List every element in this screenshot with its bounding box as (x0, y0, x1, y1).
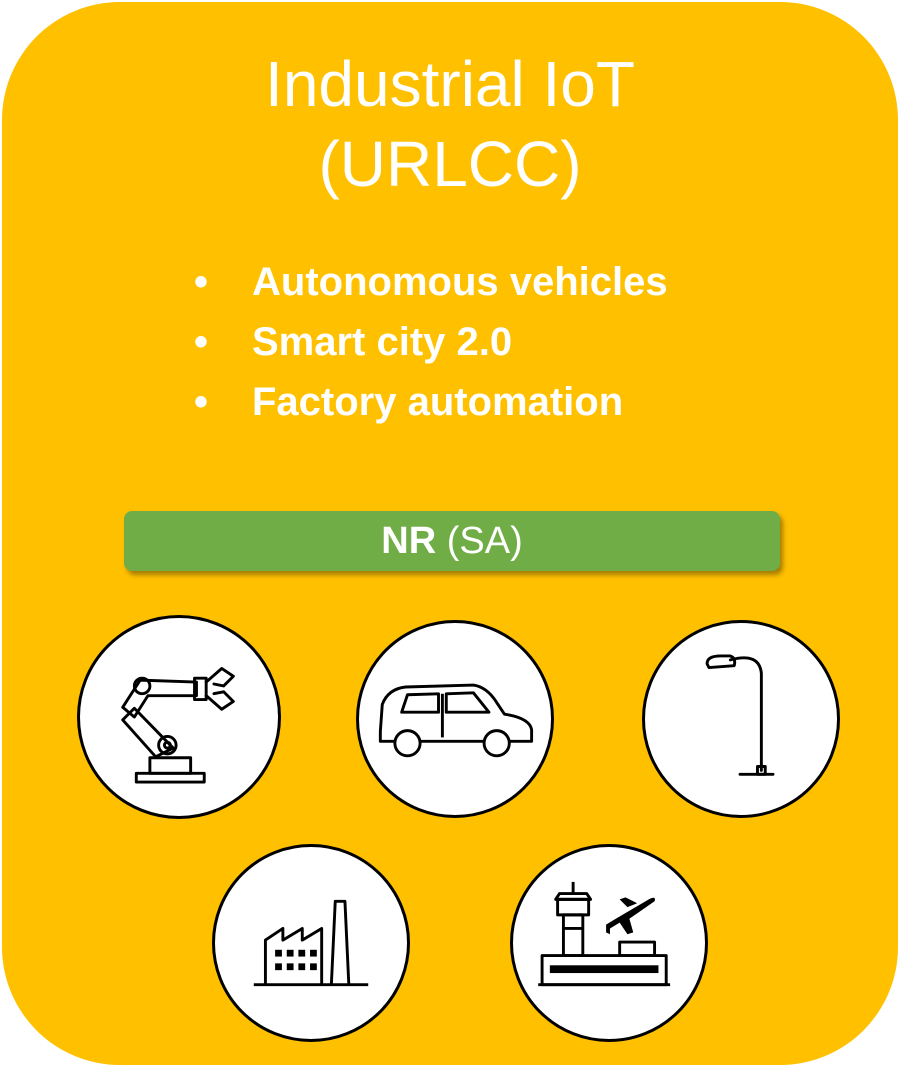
sa-label: (SA) (446, 520, 523, 562)
title-line-1: Industrial IoT (265, 48, 635, 120)
use-case-list: • Autonomous vehicles • Smart city 2.0 •… (192, 252, 668, 432)
title-line-2: (URLCC) (318, 128, 582, 200)
use-case-item: • Autonomous vehicles (192, 252, 668, 312)
factory-icon (253, 899, 369, 987)
street-lamp-icon (705, 654, 775, 776)
bullet-glyph: • (194, 320, 209, 364)
car-icon (378, 683, 534, 758)
card-title: Industrial IoT (URLCC) (2, 44, 898, 204)
street-lamp-icon-circle (642, 620, 840, 818)
factory-icon-circle (212, 844, 410, 1042)
use-case-label: Factory automation (252, 380, 624, 424)
use-case-label: Autonomous vehicles (252, 260, 668, 304)
airport-icon-circle (510, 844, 708, 1042)
use-case-item: • Smart city 2.0 (192, 312, 668, 372)
use-case-item: • Factory automation (192, 372, 668, 432)
bullet-glyph: • (194, 380, 209, 424)
robot-arm-icon (121, 667, 235, 784)
airport-icon (538, 881, 671, 987)
nr-label: NR (381, 520, 437, 562)
use-case-label: Smart city 2.0 (252, 320, 513, 364)
nr-sa-bar: NR (SA) (124, 511, 780, 571)
robot-arm-icon-circle (77, 615, 281, 819)
bullet-glyph: • (194, 260, 209, 304)
car-icon-circle (356, 620, 554, 818)
